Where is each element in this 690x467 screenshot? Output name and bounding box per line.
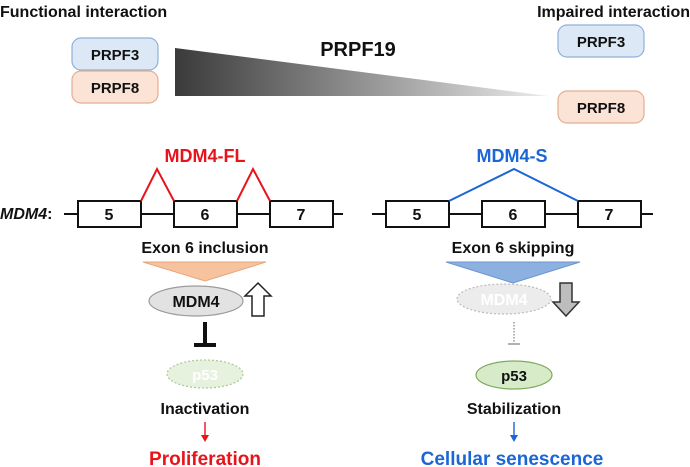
exon-6-label-left: 6: [201, 207, 210, 224]
inactivation-label: Inactivation: [161, 401, 250, 418]
prpf8-label-left: PRPF8: [91, 80, 139, 97]
mdm4-protein-label-left: MDM4: [172, 294, 219, 311]
arrow-down-icon: [551, 282, 581, 318]
exon-6-label-right: 6: [509, 207, 518, 224]
mdm4-s-label: MDM4-S: [477, 146, 548, 166]
functional-interaction-title: Functional interaction: [0, 4, 167, 21]
prpf8-badge-left: [71, 70, 159, 104]
p53-label-left: p53: [192, 367, 218, 384]
stabilization-label: Stabilization: [467, 401, 561, 418]
orange-funnel: [142, 261, 267, 282]
mdm4-protein-right: [456, 283, 552, 315]
exon-7-left: [269, 200, 334, 228]
prpf19-label: PRPF19: [320, 39, 396, 61]
p53-left: [166, 359, 244, 389]
exon-5-left: [77, 200, 142, 228]
blue-funnel: [445, 261, 581, 284]
prpf3-badge-right: [557, 24, 645, 58]
exon-7-label-right: 7: [605, 207, 614, 224]
cellular-senescence-label: Cellular senescence: [421, 449, 604, 467]
mdm4-gene-label: MDM4:: [0, 206, 52, 223]
prpf3-label-right: PRPF3: [577, 34, 625, 51]
p53-right: [475, 360, 553, 390]
arrow-up-icon: [243, 281, 273, 317]
splice-junction-6-7: [236, 166, 271, 202]
prpf3-label-left: PRPF3: [91, 47, 139, 64]
exon-6-right: [481, 200, 546, 228]
prpf8-label-right: PRPF8: [577, 100, 625, 117]
exon-5-right: [385, 200, 450, 228]
mdm4-protein-label-right: MDM4: [480, 292, 527, 309]
splice-junction-5-6: [140, 166, 175, 202]
arrow-head-left-icon: [201, 435, 209, 442]
exon-6-inclusion-label: Exon 6 inclusion: [141, 240, 268, 257]
exon-7-right: [577, 200, 642, 228]
proliferation-label: Proliferation: [149, 449, 261, 467]
arrow-head-right-icon: [510, 435, 518, 442]
mdm4-protein-left: [148, 285, 244, 317]
mdm4-fl-label: MDM4-FL: [165, 146, 246, 166]
exon-5-label-left: 5: [105, 207, 114, 224]
prpf8-badge-right: [557, 90, 645, 124]
mdm4-gene-colon: :: [47, 206, 52, 223]
prpf19-gradient-wedge: [175, 48, 548, 96]
exon-6-left: [173, 200, 238, 228]
splice-junction-5-7: [448, 167, 579, 202]
prpf3-badge-left: [71, 37, 159, 71]
impaired-interaction-title: Impaired interaction: [537, 4, 690, 21]
mdm4-gene-name: MDM4: [0, 206, 47, 223]
exon-5-label-right: 5: [413, 207, 422, 224]
exon-7-label-left: 7: [297, 207, 306, 224]
p53-label-right: p53: [501, 368, 527, 385]
exon-6-skipping-label: Exon 6 skipping: [452, 240, 575, 257]
